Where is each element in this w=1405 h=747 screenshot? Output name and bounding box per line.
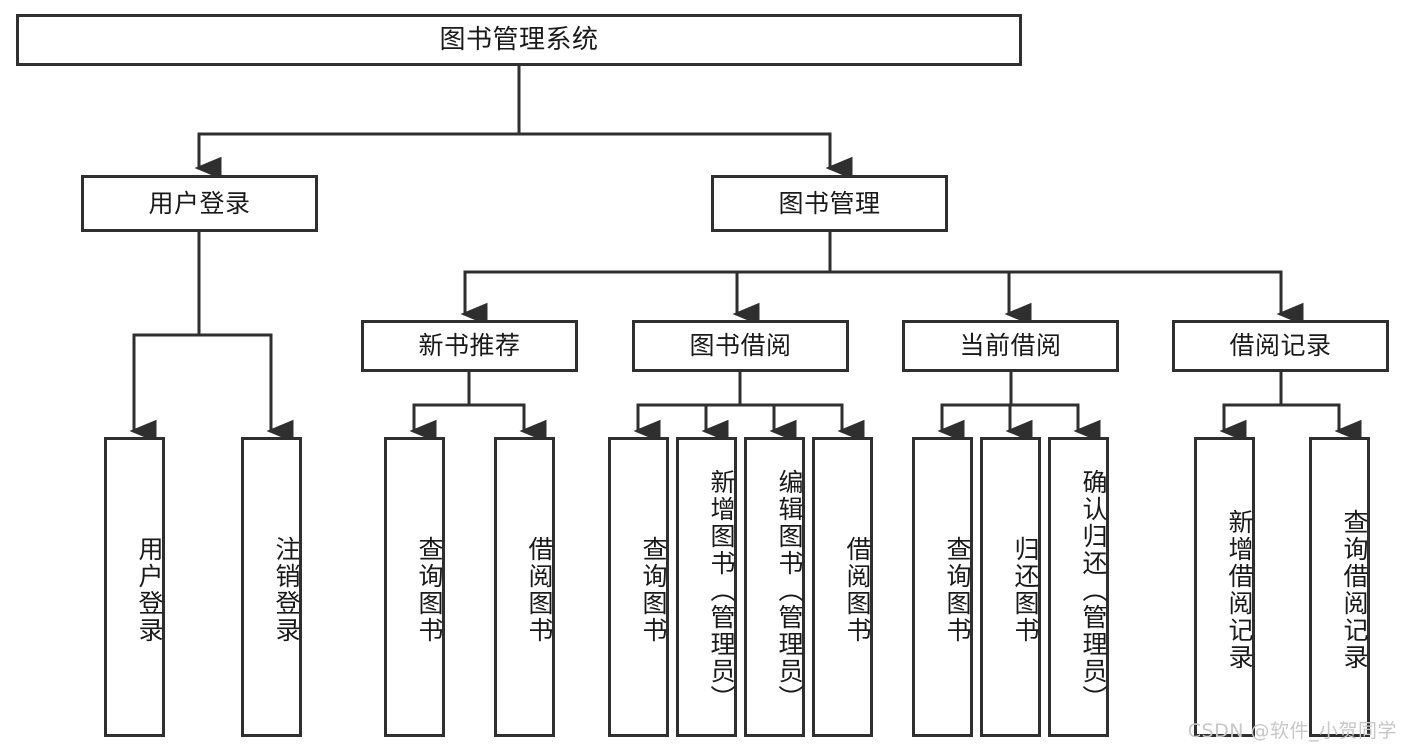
leaf-record-add-record[interactable]: 新增借阅记录	[1194, 437, 1255, 737]
leaf-borrow-add-book-admin[interactable]: 新增图书（管理员）	[676, 437, 737, 737]
leaf-label: 用户登录	[135, 536, 164, 644]
leaf-label: 编辑图书（管理员）	[775, 468, 804, 712]
leaf-user-login-logout[interactable]: 注销登录	[241, 437, 302, 737]
leaf-current-confirm-return-admin[interactable]: 确认归还（管理员）	[1048, 437, 1109, 737]
node-book-management-label: 图书管理	[778, 188, 881, 218]
leaf-borrow-edit-book-admin[interactable]: 编辑图书（管理员）	[744, 437, 805, 737]
node-new-book-recommend[interactable]: 新书推荐	[361, 320, 578, 372]
leaf-current-query-book[interactable]: 查询图书	[912, 437, 973, 737]
node-book-borrow-label: 图书借阅	[689, 331, 792, 361]
node-root-label: 图书管理系统	[439, 24, 599, 55]
leaf-label: 查询图书	[639, 536, 668, 644]
node-current-borrow-label: 当前借阅	[959, 331, 1062, 361]
leaf-label: 借阅图书	[525, 536, 554, 644]
leaf-borrow-borrow-book[interactable]: 借阅图书	[812, 437, 873, 737]
leaf-label: 确认归还（管理员）	[1079, 468, 1108, 712]
leaf-new-book-query[interactable]: 查询图书	[384, 437, 445, 737]
node-root[interactable]: 图书管理系统	[16, 14, 1022, 66]
leaf-label: 归还图书	[1011, 536, 1040, 644]
node-new-book-recommend-label: 新书推荐	[418, 331, 521, 361]
watermark: CSDN @软件_小贺同学	[1187, 720, 1397, 742]
leaf-label: 新增图书（管理员）	[707, 468, 736, 712]
leaf-borrow-query-book[interactable]: 查询图书	[608, 437, 669, 737]
node-user-login-label: 用户登录	[148, 188, 251, 218]
node-book-borrow[interactable]: 图书借阅	[632, 320, 849, 372]
leaf-new-book-borrow[interactable]: 借阅图书	[494, 437, 555, 737]
leaf-record-query-record[interactable]: 查询借阅记录	[1309, 437, 1370, 737]
leaf-label: 注销登录	[272, 536, 301, 644]
node-borrow-record-label: 借阅记录	[1229, 331, 1332, 361]
leaf-current-return-book[interactable]: 归还图书	[980, 437, 1041, 737]
leaf-label: 借阅图书	[843, 536, 872, 644]
leaf-label: 查询图书	[415, 536, 444, 644]
leaf-label: 查询借阅记录	[1340, 509, 1369, 671]
node-current-borrow[interactable]: 当前借阅	[902, 320, 1119, 372]
node-user-login[interactable]: 用户登录	[81, 175, 318, 232]
leaf-user-login-login[interactable]: 用户登录	[104, 437, 165, 737]
leaf-label: 查询图书	[943, 536, 972, 644]
node-book-management[interactable]: 图书管理	[711, 175, 948, 232]
leaf-label: 新增借阅记录	[1225, 509, 1254, 671]
node-borrow-record[interactable]: 借阅记录	[1172, 320, 1389, 372]
